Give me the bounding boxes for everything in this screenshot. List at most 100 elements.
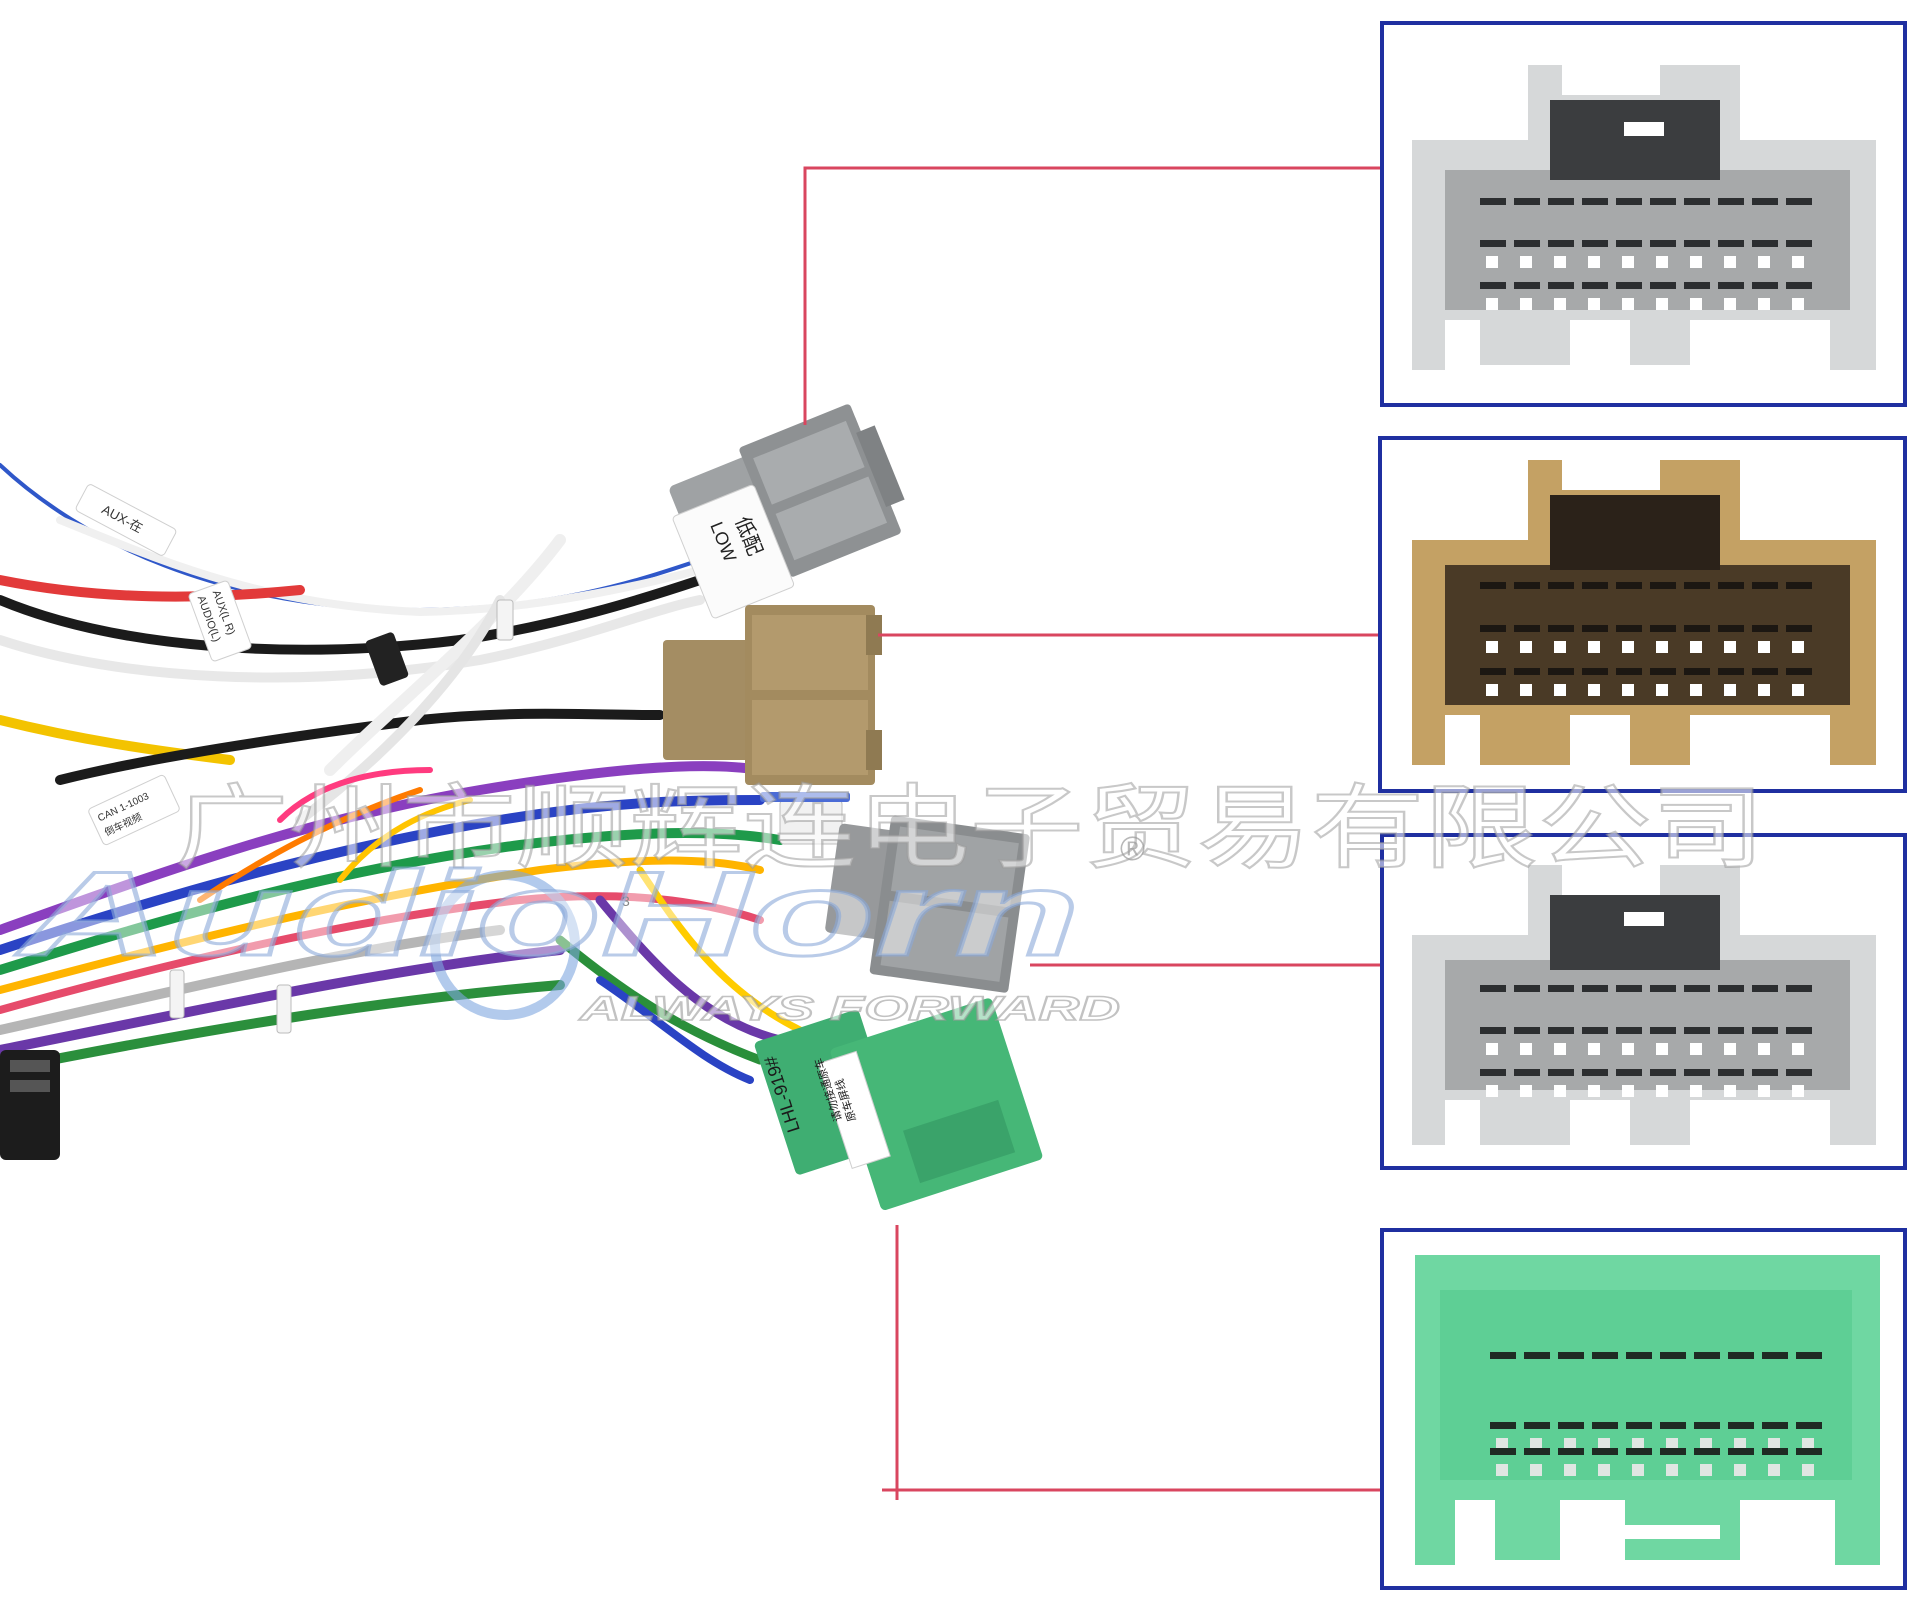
pin-slot (1480, 198, 1506, 205)
pin-slot (1490, 1352, 1516, 1359)
pin-slot (1718, 668, 1744, 675)
pin-slot (1762, 1422, 1788, 1429)
pin-contact (1690, 641, 1702, 653)
pin-slot (1548, 282, 1574, 289)
pin-contact (1622, 1085, 1634, 1097)
pin-slot (1694, 1448, 1720, 1455)
pin-contact (1622, 256, 1634, 268)
pin-slot (1524, 1448, 1550, 1455)
pin-contact (1598, 1464, 1610, 1476)
pin-contact (1758, 298, 1770, 310)
pin-contact (1656, 256, 1668, 268)
pin-slot (1650, 1027, 1676, 1034)
pin-slot (1616, 1069, 1642, 1076)
pin-contact (1666, 1438, 1678, 1450)
pin-contact (1690, 1043, 1702, 1055)
pin-contact (1758, 1085, 1770, 1097)
connector-face-frame-4 (1380, 1228, 1907, 1590)
pin-slot (1718, 198, 1744, 205)
pin-slot (1694, 1422, 1720, 1429)
pin-slot (1548, 1069, 1574, 1076)
pin-slot (1650, 582, 1676, 589)
pin-contact (1768, 1438, 1780, 1450)
pin-slot (1786, 282, 1812, 289)
pin-slot (1762, 1352, 1788, 1359)
pin-slot (1514, 282, 1540, 289)
pin-slot (1558, 1352, 1584, 1359)
pin-slot (1752, 985, 1778, 992)
pin-contact (1792, 684, 1804, 696)
pin-slot (1582, 668, 1608, 675)
pin-slot (1650, 668, 1676, 675)
watermark-company-text: 广州市顺辉连电子贸易有限公司 (175, 778, 1765, 880)
pin-contact (1656, 641, 1668, 653)
pin-slot (1548, 198, 1574, 205)
pin-contact (1622, 1043, 1634, 1055)
pin-contact (1802, 1438, 1814, 1450)
pin-slot (1514, 985, 1540, 992)
pin-slot (1684, 240, 1710, 247)
pin-slot (1480, 1027, 1506, 1034)
pin-slot (1650, 625, 1676, 632)
pin-contact (1792, 641, 1804, 653)
pin-contact (1656, 1085, 1668, 1097)
pin-slot (1684, 985, 1710, 992)
pin-slot (1616, 198, 1642, 205)
pin-contact (1486, 298, 1498, 310)
pin-contact (1724, 1043, 1736, 1055)
pin-slot (1616, 625, 1642, 632)
watermark-logo-ring (430, 870, 580, 1020)
pin-slot (1582, 1069, 1608, 1076)
pin-slot (1616, 668, 1642, 675)
pin-contact (1520, 298, 1532, 310)
pin-slot (1480, 282, 1506, 289)
pin-contact (1792, 1085, 1804, 1097)
pin-contact (1520, 684, 1532, 696)
callout-lines (803, 166, 1382, 1500)
pin-slot (1694, 1352, 1720, 1359)
pin-contact (1486, 256, 1498, 268)
pin-contact (1554, 641, 1566, 653)
pin-slot (1616, 1027, 1642, 1034)
pin-contact (1792, 1043, 1804, 1055)
pin-slot (1650, 985, 1676, 992)
gray-connector-low: 低配 LOW (669, 404, 905, 619)
pin-slot (1660, 1352, 1686, 1359)
pin-slot (1752, 582, 1778, 589)
pin-slot (1684, 668, 1710, 675)
pin-contact (1554, 298, 1566, 310)
pin-contact (1554, 1085, 1566, 1097)
pin-slot (1616, 240, 1642, 247)
pin-slot (1490, 1448, 1516, 1455)
pin-contact (1656, 684, 1668, 696)
pin-contact (1666, 1464, 1678, 1476)
pin-slot (1786, 668, 1812, 675)
pin-contact (1724, 1085, 1736, 1097)
pin-contact (1792, 256, 1804, 268)
pin-slot (1728, 1422, 1754, 1429)
pin-contact (1632, 1464, 1644, 1476)
pin-slot (1626, 1448, 1652, 1455)
pin-slot (1592, 1352, 1618, 1359)
pin-contact (1588, 256, 1600, 268)
pin-contact (1486, 1085, 1498, 1097)
pin-slot (1762, 1448, 1788, 1455)
pin-slot (1684, 282, 1710, 289)
pin-slot (1796, 1352, 1822, 1359)
pin-slot (1728, 1448, 1754, 1455)
pin-slot (1752, 282, 1778, 289)
small-white-connector (760, 792, 850, 845)
pin-contact (1758, 256, 1770, 268)
pin-slot (1592, 1448, 1618, 1455)
pin-contact (1496, 1438, 1508, 1450)
pin-slot (1684, 1027, 1710, 1034)
pin-contact (1724, 298, 1736, 310)
pin-slot (1786, 625, 1812, 632)
pin-slot (1616, 985, 1642, 992)
pin-slot (1718, 282, 1744, 289)
pin-contact (1588, 1043, 1600, 1055)
pin-slot (1490, 1422, 1516, 1429)
pin-slot (1514, 1027, 1540, 1034)
pin-contact (1554, 684, 1566, 696)
pin-contact (1656, 298, 1668, 310)
